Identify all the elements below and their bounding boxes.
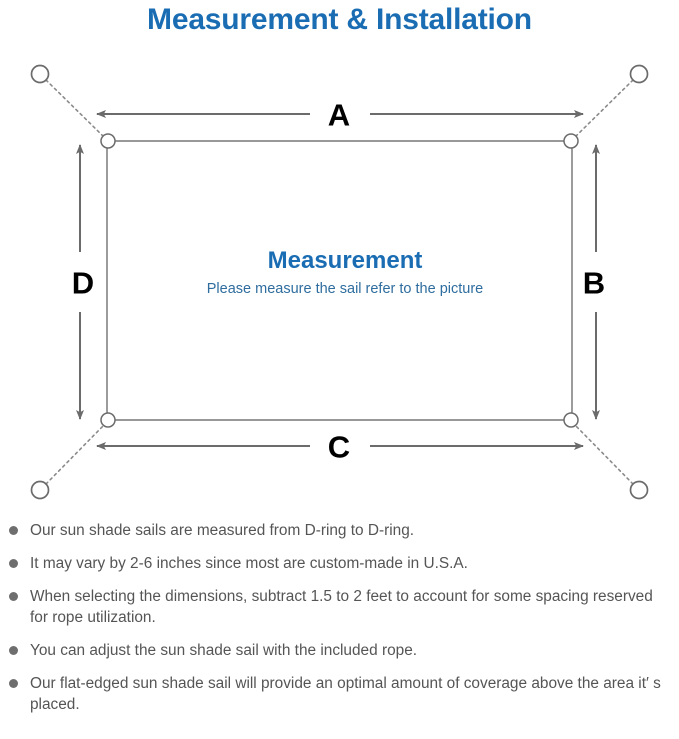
note-text: Our flat-edged sun shade sail will provi… <box>30 675 661 713</box>
bullet-icon <box>9 646 18 655</box>
rope-line-bottom-left <box>45 424 105 485</box>
bullet-icon <box>9 526 18 535</box>
page-title: Measurement & Installation <box>147 3 532 36</box>
anchor-point-top-left <box>30 64 50 84</box>
bullet-icon <box>9 679 18 688</box>
note-item: You can adjust the sun shade sail with t… <box>0 640 679 661</box>
rope-line-top-right <box>574 79 634 138</box>
d-ring-top-left <box>100 133 116 149</box>
note-item: Our sun shade sails are measured from D-… <box>0 520 679 541</box>
note-text: When selecting the dimensions, subtract … <box>30 588 653 626</box>
d-ring-bottom-left <box>100 412 116 428</box>
rope-line-top-left <box>45 79 105 138</box>
d-ring-top-right <box>563 133 579 149</box>
note-text: You can adjust the sun shade sail with t… <box>30 642 418 659</box>
diagram-center-title: Measurement <box>268 247 423 274</box>
anchor-point-top-right <box>629 64 649 84</box>
measurement-diagram: A C D B Measurement Please measure the s… <box>0 44 679 514</box>
rope-line-bottom-right <box>574 424 634 485</box>
note-item: When selecting the dimensions, subtract … <box>0 586 679 628</box>
note-text: It may vary by 2-6 inches since most are… <box>30 555 468 572</box>
note-item: Our flat-edged sun shade sail will provi… <box>0 673 679 715</box>
note-text: Our sun shade sails are measured from D-… <box>30 522 415 539</box>
diagram-svg: A C D B Measurement Please measure the s… <box>30 64 649 500</box>
bullet-icon <box>9 592 18 601</box>
dimension-label-a: A <box>328 98 350 133</box>
notes-list: Our sun shade sails are measured from D-… <box>0 520 679 727</box>
d-ring-bottom-right <box>563 412 579 428</box>
dimension-label-d: D <box>72 266 94 301</box>
bullet-icon <box>9 559 18 568</box>
anchor-point-bottom-left <box>30 480 50 500</box>
dimension-label-b: B <box>583 266 605 301</box>
anchor-point-bottom-right <box>629 480 649 500</box>
shade-sail-body <box>106 140 573 421</box>
note-item: It may vary by 2-6 inches since most are… <box>0 553 679 574</box>
dimension-label-c: C <box>328 430 350 465</box>
diagram-center-subtitle: Please measure the sail refer to the pic… <box>207 281 483 297</box>
